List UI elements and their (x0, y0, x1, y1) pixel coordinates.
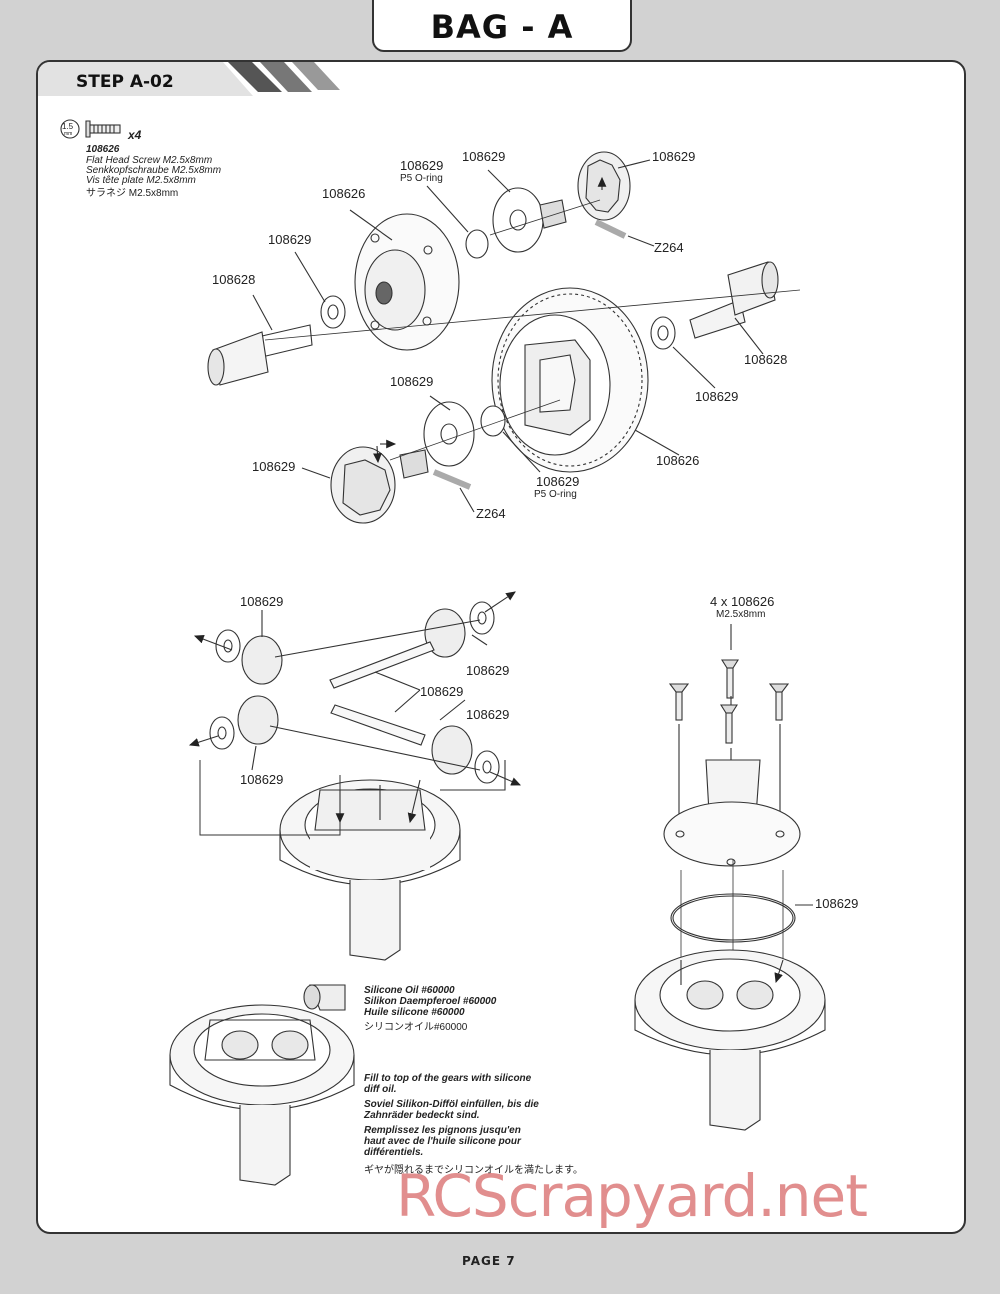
label-z264-a: Z264 (654, 240, 684, 255)
diff-gear-oil (169, 1004, 355, 1186)
hardware-desc-de: Senkkopfschraube M2.5x8mm (86, 165, 222, 176)
label-108629-h: 108629 (252, 459, 296, 474)
label-z264-b: Z264 (476, 506, 506, 521)
oil-fr: Huile silicone #60000 (364, 1007, 465, 1018)
label-108629-b: 108629 (462, 149, 506, 164)
label-p5-oring-b: P5 O-ring (534, 489, 577, 500)
outdrive-left (207, 324, 313, 386)
label-108629-n: 108629 (815, 896, 859, 911)
label-108629-l: 108629 (466, 707, 510, 722)
label-108629-d: 108629 (268, 232, 312, 247)
oil-bottle (303, 984, 346, 1011)
watermark: RCScrapyard.net (396, 1162, 868, 1230)
label-108629-f: 108629 (390, 374, 434, 389)
label-108626-a: 108626 (322, 186, 366, 201)
oil-en: Silicone Oil #60000 (364, 985, 455, 996)
label-screws-qty: 4 x 108626 (710, 594, 775, 609)
label-108629-c: 108629 (652, 149, 696, 164)
screw-icon (60, 119, 121, 139)
bag-title: BAG - A (430, 8, 574, 46)
hardware-part-number: 108626 (86, 144, 120, 155)
label-108629-e: 108629 (695, 389, 739, 404)
screws-assembly (663, 659, 801, 1000)
hardware-desc-fr: Vis tête plate M2.5x8mm (86, 175, 196, 186)
hardware-desc-jp: サラネジ M2.5x8mm (86, 188, 179, 199)
label-108629-g: 108629 (536, 474, 580, 489)
washer-1 (320, 295, 346, 329)
pin-bottom (432, 469, 472, 490)
instr-fr-1: Remplissez les pignons jusqu'en (364, 1125, 521, 1136)
label-108629-m: 108629 (240, 772, 284, 787)
label-108629-j: 108629 (466, 663, 510, 678)
pin-top (594, 219, 627, 239)
hardware-qty: x4 (128, 128, 142, 142)
oil-de: Silikon Daempferoel #60000 (364, 996, 497, 1007)
bevel-gear-bottom (330, 446, 396, 524)
header-stripes (38, 62, 340, 96)
step-title: STEP A-02 (76, 72, 174, 92)
label-108629-a: 108629 (400, 158, 444, 173)
gear-set-drawing (209, 601, 500, 784)
bevel-gear-top (577, 151, 631, 221)
bushing-top (539, 199, 567, 229)
diff-case-drawing (354, 213, 460, 351)
spur-gear (491, 287, 649, 473)
label-108629-i: 108629 (240, 594, 284, 609)
page-number: PAGE 7 (462, 1254, 516, 1268)
hardware-desc-en: Flat Head Screw M2.5x8mm (86, 155, 213, 166)
label-108628-b: 108628 (744, 352, 788, 367)
instr-jp: ギヤが隠れるまでシリコンオイルを満たします。 (364, 1165, 583, 1176)
label-screws-size: M2.5x8mm (716, 609, 766, 620)
o-ring-top (465, 229, 489, 259)
instr-de-1: Soviel Silikon-Difföl einfüllen, bis die (364, 1099, 539, 1110)
tool-size: 1.5 (62, 122, 74, 131)
diff-gear-middle (199, 760, 506, 961)
label-108626-b: 108626 (656, 453, 700, 468)
shim-top (492, 187, 544, 253)
instr-en-1: Fill to top of the gears with silicone (364, 1073, 532, 1084)
tool-unit: mm (64, 131, 73, 137)
shim-bottom (423, 401, 475, 467)
o-ring-bottom (480, 405, 506, 437)
instr-fr-3: différentiels. (364, 1147, 424, 1158)
bushing-bottom (399, 449, 429, 479)
oil-jp: シリコンオイル#60000 (364, 1022, 468, 1033)
bag-tab: BAG - A (372, 0, 632, 52)
outdrive-right (650, 261, 779, 350)
label-p5-oring-a: P5 O-ring (400, 173, 443, 184)
instr-en-2: diff oil. (364, 1084, 397, 1095)
instr-fr-2: haut avec de l'huile silicone pour (364, 1136, 521, 1147)
diff-gear-right (634, 949, 826, 1131)
instr-de-2: Zahnräder bedeckt sind. (364, 1110, 480, 1121)
label-108629-k: 108629 (420, 684, 464, 699)
label-108628-a: 108628 (212, 272, 256, 287)
